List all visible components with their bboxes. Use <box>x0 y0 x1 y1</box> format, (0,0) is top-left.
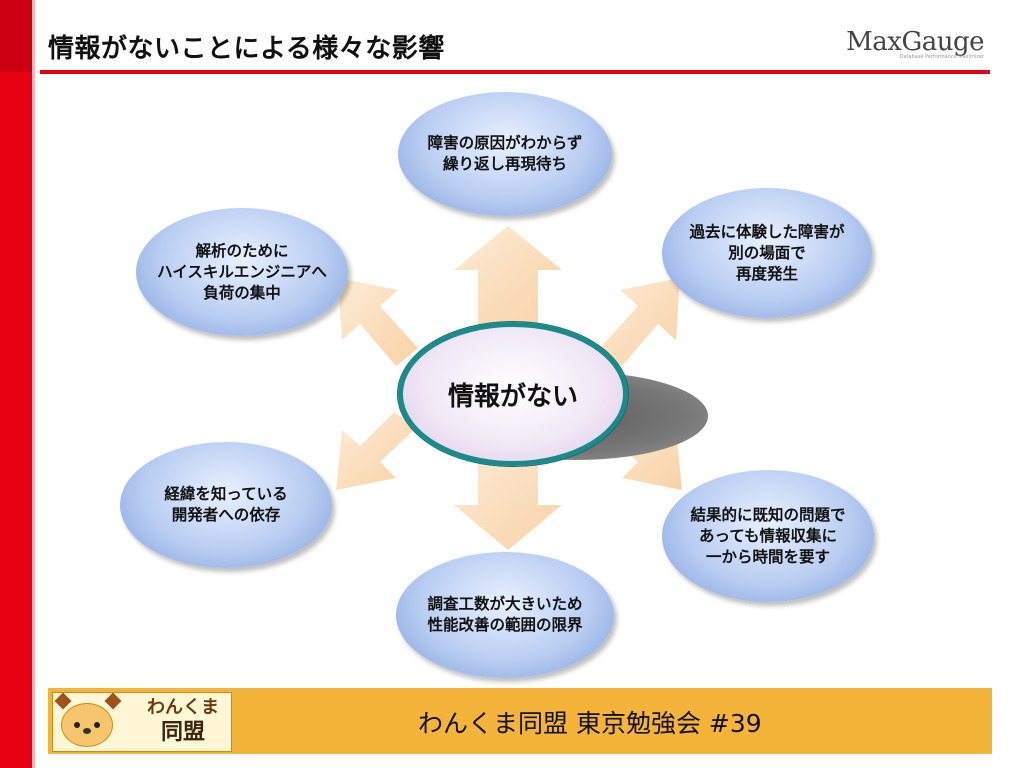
node-lower-left-text: 経緯を知っている 開発者への依存 <box>164 485 288 524</box>
logo-sub-text: Database Performance Maximizer <box>899 54 984 60</box>
wankuma-logo-line2: 同盟 <box>160 720 205 745</box>
maxgauge-logo: MaxGauge Database Performance Maximizer <box>846 28 984 60</box>
center-node: 情報がない <box>398 322 628 466</box>
title-underline <box>40 70 990 74</box>
bear-eye-right-icon <box>94 722 100 728</box>
left-accent-bar <box>0 0 32 768</box>
node-upper-right-text: 過去に体験した障害が 別の場面で 再度発生 <box>689 222 845 283</box>
wankuma-logo: わんくま 同盟 <box>52 692 232 752</box>
bear-face-icon <box>61 703 113 747</box>
node-lower-right: 結果的に既知の問題で あっても情報収集に 一から時間を要す <box>662 470 874 602</box>
node-lower-left: 経緯を知っている 開発者への依存 <box>120 442 332 568</box>
arrow-upper-left <box>338 278 418 366</box>
impact-diagram: 情報がない 障害の原因がわからず 繰り返し再現待ち 過去に体験した障害が 別の場… <box>120 92 874 678</box>
node-top: 障害の原因がわからず 繰り返し再現待ち <box>398 92 612 216</box>
footer-event-title: わんくま同盟 東京勉強会 #39 <box>418 709 762 738</box>
arrow-up <box>454 226 562 330</box>
node-upper-right: 過去に体験した障害が 別の場面で 再度発生 <box>662 188 872 318</box>
wankuma-logo-text: わんくま 同盟 <box>139 697 227 747</box>
center-label: 情報がない <box>447 381 578 412</box>
bear-ear-right-icon <box>104 692 122 710</box>
arrow-upper-right <box>600 278 680 366</box>
logo-main-text: MaxGauge <box>846 27 984 57</box>
node-top-text: 障害の原因がわからず 繰り返し再現待ち <box>427 134 583 173</box>
node-bottom: 調査工数が大きいため 性能改善の範囲の限界 <box>396 552 614 678</box>
node-upper-left: 解析のために ハイスキルエンジニアへ 負荷の集中 <box>136 208 348 336</box>
node-upper-left-text: 解析のために ハイスキルエンジニアへ 負荷の集中 <box>157 241 327 302</box>
left-accent-line <box>32 0 35 768</box>
footer-bar: わんくま 同盟 わんくま同盟 東京勉強会 #39 <box>48 688 992 754</box>
node-lower-right-text: 結果的に既知の問題で あっても情報収集に 一から時間を要す <box>690 505 846 566</box>
left-accent-bar-top <box>0 0 32 72</box>
bear-eye-left-icon <box>74 722 80 728</box>
arrow-lower-left <box>336 412 416 490</box>
bear-ear-left-icon <box>54 692 72 710</box>
arrow-down <box>454 455 562 550</box>
wankuma-logo-line1: わんくま <box>147 697 219 718</box>
slide-title: 情報がないことによる様々な影響 <box>48 34 445 64</box>
bear-nose-icon <box>83 728 91 734</box>
node-bottom-text: 調査工数が大きいため 性能改善の範囲の限界 <box>427 595 583 634</box>
